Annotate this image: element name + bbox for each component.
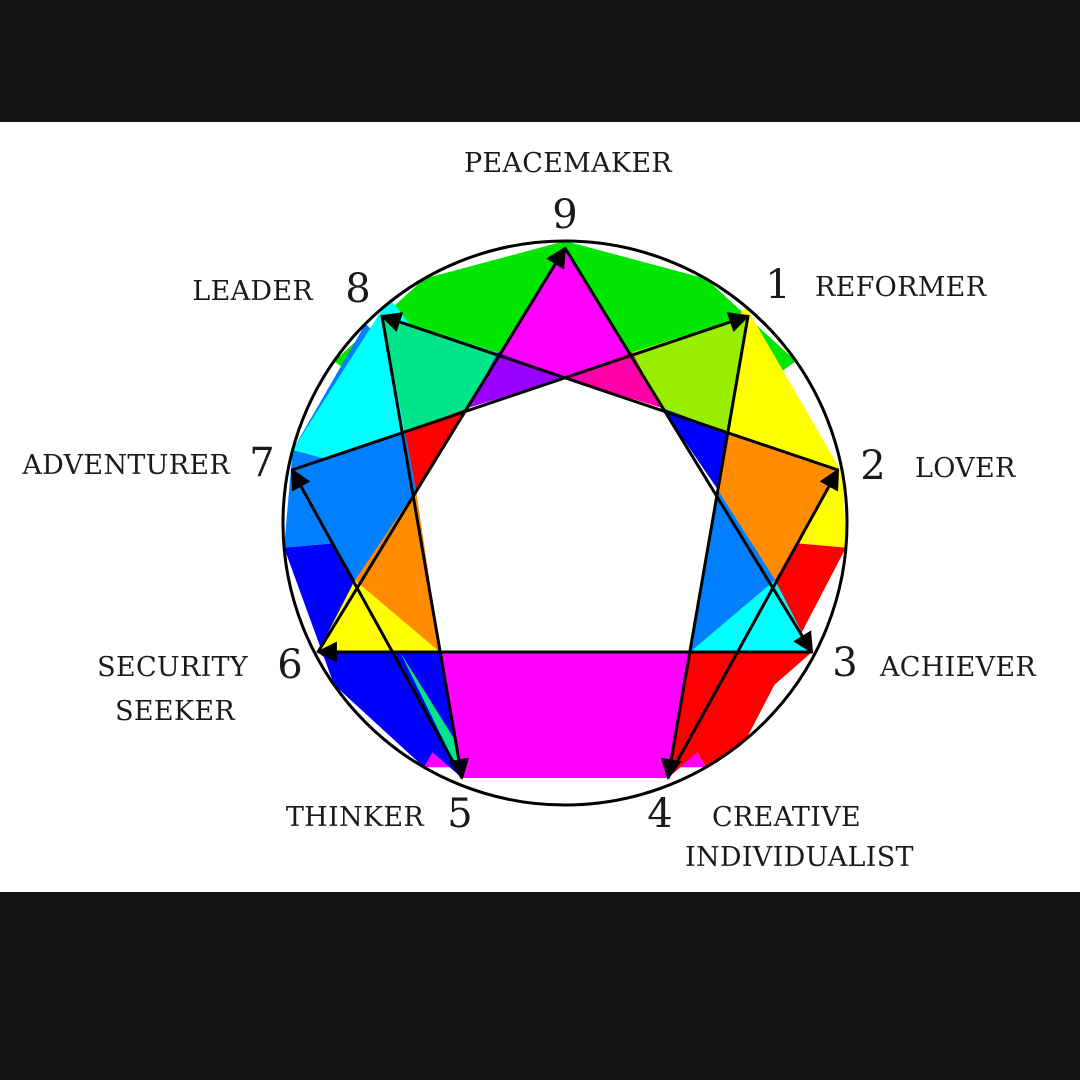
region-orange-right [718,432,838,580]
point-number-9: 9 [552,192,577,238]
point-number-5: 5 [447,791,472,837]
region-red-lower-right [668,652,812,778]
line-2-to-8 [380,312,839,472]
point-number-1: 1 [765,262,790,308]
type-label-3: ACHIEVER [879,652,1036,683]
type-label-9: PEACEMAKER [464,148,672,179]
line-8-to-5 [380,315,470,781]
line-6-to-9 [316,246,567,653]
type-label-6-line-1: SECURITY [97,652,249,683]
line-7-to-1 [291,312,750,472]
type-label-5: THINKER [286,802,425,833]
connection-lines [290,246,840,781]
point-labels: 9 PEACEMAKER 1 REFORMER 2 LOVER 3 ACHIEVER 4 CREA… [21,148,1036,873]
region-magenta-bottom-trapezoid [440,652,690,778]
region-red-left-wedge [405,408,468,490]
inner-white-polygon [416,378,718,652]
point-number-2: 2 [860,443,885,489]
type-label-4-line-1: CREATIVE [712,802,861,833]
region-cyan-right-wedge [690,580,812,652]
line-5-to-7 [290,468,464,779]
type-label-4-line-2: INDIVIDUALIST [685,842,914,873]
type-label-6-line-2: SEEKER [115,696,235,727]
point-number-4: 4 [647,791,672,837]
point-number-6: 6 [277,642,302,688]
line-4-to-2 [666,468,840,779]
line-9-to-3 [563,247,814,654]
colored-regions [284,241,846,778]
type-label-7: ADVENTURER [21,450,230,481]
region-blue-lower-left [318,652,462,778]
type-label-2: LOVER [915,453,1016,484]
type-label-1: REFORMER [815,272,987,303]
line-1-to-4 [660,315,750,781]
type-label-8: LEADER [192,276,313,307]
point-number-3: 3 [832,640,857,686]
region-yellow-lower-left [318,580,440,652]
enneagram-circle [281,239,849,807]
region-teal-lower-left [400,652,462,778]
point-number-8: 8 [345,266,370,312]
point-number-7: 7 [249,440,274,486]
region-azure-left-band [292,432,416,580]
